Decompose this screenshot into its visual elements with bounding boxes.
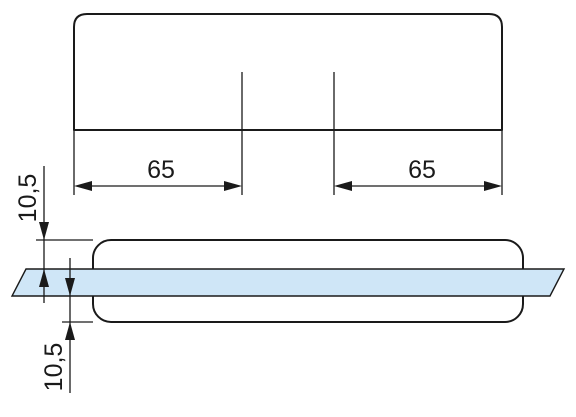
bottom-offset-label: 10,5 [40, 343, 68, 392]
bottom-offset-arrow-up [65, 322, 75, 340]
right-dimension-arrow-end [484, 181, 502, 191]
top-offset-arrow-up [39, 269, 49, 287]
right-width-label: 65 [408, 156, 436, 184]
top-view [73, 13, 503, 195]
top-offset-label: 10,5 [14, 174, 42, 223]
glass-pane [10, 268, 566, 297]
left-width-dimension: 65 [74, 156, 242, 191]
bottom-offset-arrow-down [65, 278, 75, 296]
left-dimension-arrow-start [74, 181, 92, 191]
left-dimension-arrow-end [224, 181, 242, 191]
bottom-offset-dimension: 10,5 [40, 258, 75, 393]
side-view [10, 239, 566, 323]
right-width-dimension: 65 [334, 156, 502, 191]
left-width-label: 65 [147, 156, 175, 184]
top-view-outline [73, 13, 503, 131]
right-dimension-arrow-start [334, 181, 352, 191]
top-offset-arrow-down [39, 222, 49, 240]
top-offset-dimension: 10,5 [14, 166, 49, 303]
